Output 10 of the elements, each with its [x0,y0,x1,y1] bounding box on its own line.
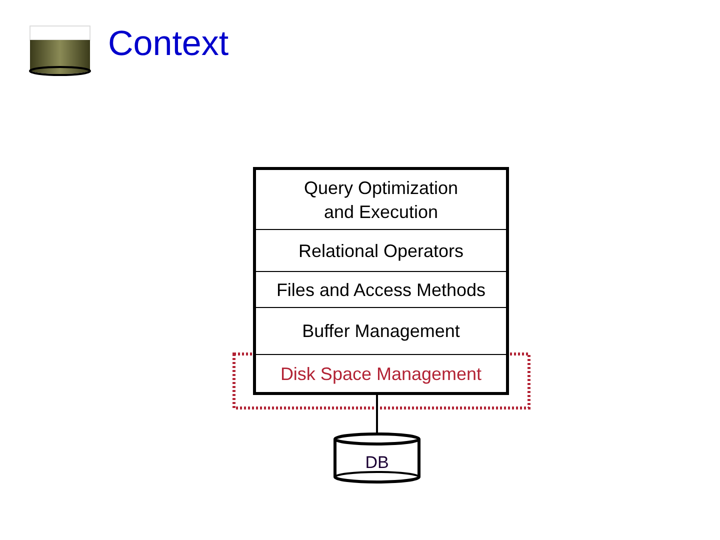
layer-label: Query Optimization and Execution [302,176,460,224]
layer-label: Files and Access Methods [276,278,486,302]
layer-stack-box [253,167,509,395]
database-label: DB [365,453,389,473]
layer-label: Buffer Management [302,320,460,343]
layer-label: Disk Space Management [280,362,482,386]
slide-title: Context [108,24,229,64]
layer-label: Relational Operators [298,240,464,262]
connector-line [376,395,378,434]
database-cylinder [333,432,421,484]
